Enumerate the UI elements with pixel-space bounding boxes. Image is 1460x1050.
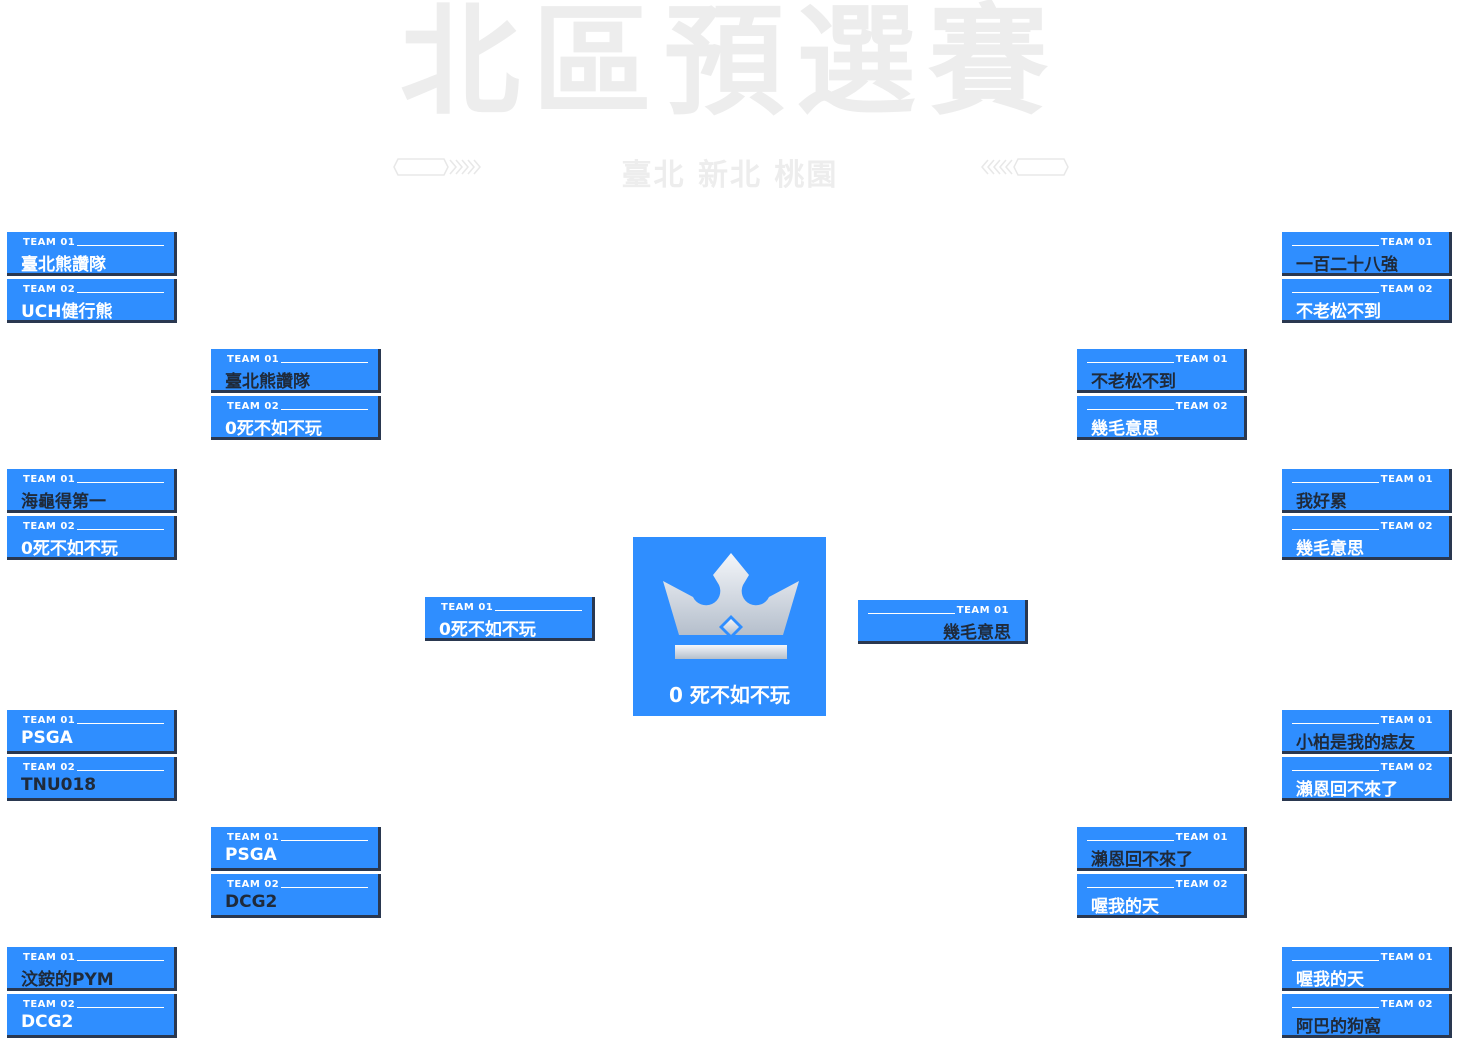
team-name: DCG2: [21, 1012, 74, 1032]
team2-label: TEAM 02: [1175, 401, 1228, 412]
team-name: 阿巴的狗窩: [1296, 1017, 1381, 1037]
team-name: 喔我的天: [1296, 970, 1364, 990]
team-name: 不老松不到: [1296, 302, 1381, 322]
team-slot[interactable]: TEAM 01 臺北熊讚隊: [211, 349, 381, 393]
team1-label: TEAM 01: [441, 602, 494, 613]
team-slot[interactable]: TEAM 01 PSGA: [211, 827, 381, 871]
team-name: TNU018: [21, 775, 97, 795]
team1-label: TEAM 01: [1380, 715, 1433, 726]
team-name: 喔我的天: [1091, 897, 1159, 917]
team2-label: TEAM 02: [1380, 521, 1433, 532]
champion-name: 0 死不如不玩: [669, 683, 790, 707]
team-slot[interactable]: TEAM 02 TNU018: [7, 757, 177, 801]
team-name: 臺北熊讚隊: [21, 255, 106, 275]
team-name: 0死不如不玩: [225, 419, 322, 439]
team-slot[interactable]: TEAM 01 PSGA: [7, 710, 177, 754]
team2-label: TEAM 02: [23, 762, 76, 773]
team-slot[interactable]: TEAM 01 小柏是我的痣友: [1282, 710, 1452, 754]
team2-label: TEAM 02: [227, 879, 280, 890]
team-slot[interactable]: TEAM 02 阿巴的狗窩: [1282, 994, 1452, 1038]
team-slot[interactable]: TEAM 01 0死不如不玩: [425, 597, 595, 641]
team1-label: TEAM 01: [227, 354, 280, 365]
team-name: UCH健行熊: [21, 302, 113, 322]
team-slot[interactable]: TEAM 02 不老松不到: [1282, 279, 1452, 323]
team-slot[interactable]: TEAM 01 幾毛意思: [858, 600, 1028, 644]
ornament-right-icon: [981, 158, 1069, 176]
team-name: 幾毛意思: [1091, 419, 1159, 439]
team1-label: TEAM 01: [23, 237, 76, 248]
ornament-left-icon: [393, 158, 481, 176]
team-slot[interactable]: TEAM 02 幾毛意思: [1077, 396, 1247, 440]
team1-label: TEAM 01: [227, 832, 280, 843]
crown-icon: [663, 553, 799, 659]
team1-label: TEAM 01: [1380, 474, 1433, 485]
page-title: 北區預選賽: [400, 0, 1060, 132]
team2-label: TEAM 02: [1175, 879, 1228, 890]
team2-label: TEAM 02: [23, 284, 76, 295]
team-slot[interactable]: TEAM 02 DCG2: [7, 994, 177, 1038]
team-slot[interactable]: TEAM 02 喔我的天: [1077, 874, 1247, 918]
team2-label: TEAM 02: [1380, 284, 1433, 295]
team1-label: TEAM 01: [23, 952, 76, 963]
team2-label: TEAM 02: [1380, 999, 1433, 1010]
champion-box[interactable]: 0 死不如不玩: [633, 537, 826, 716]
team2-label: TEAM 02: [23, 521, 76, 532]
team-slot[interactable]: TEAM 01 汶銨的PYM: [7, 947, 177, 991]
team-slot[interactable]: TEAM 02 0死不如不玩: [211, 396, 381, 440]
team-slot[interactable]: TEAM 01 我好累: [1282, 469, 1452, 513]
team-slot[interactable]: TEAM 02 幾毛意思: [1282, 516, 1452, 560]
team-name: PSGA: [21, 728, 73, 748]
team1-label: TEAM 01: [956, 605, 1009, 616]
team-name: 我好累: [1296, 492, 1347, 512]
team-name: 0死不如不玩: [439, 620, 536, 640]
team-slot[interactable]: TEAM 02 瀨恩回不來了: [1282, 757, 1452, 801]
team-name: 汶銨的PYM: [21, 970, 114, 990]
team2-label: TEAM 02: [1380, 762, 1433, 773]
team-name: 幾毛意思: [1296, 539, 1364, 559]
team-slot[interactable]: TEAM 02 0死不如不玩: [7, 516, 177, 560]
page-subtitle: 臺北 新北 桃園: [621, 158, 839, 193]
team-name: 瀨恩回不來了: [1296, 780, 1398, 800]
team-slot[interactable]: TEAM 01 瀨恩回不來了: [1077, 827, 1247, 871]
team-name: 臺北熊讚隊: [225, 372, 310, 392]
team-name: 不老松不到: [1091, 372, 1176, 392]
team-slot[interactable]: TEAM 01 臺北熊讚隊: [7, 232, 177, 276]
team-name: PSGA: [225, 845, 277, 865]
team-name: DCG2: [225, 892, 278, 912]
team-name: 幾毛意思: [943, 623, 1011, 643]
team1-label: TEAM 01: [1175, 354, 1228, 365]
team2-label: TEAM 02: [227, 401, 280, 412]
team-slot[interactable]: TEAM 01 一百二十八強: [1282, 232, 1452, 276]
team-slot[interactable]: TEAM 02 UCH健行熊: [7, 279, 177, 323]
team1-label: TEAM 01: [1380, 952, 1433, 963]
team2-label: TEAM 02: [23, 999, 76, 1010]
team-slot[interactable]: TEAM 02 DCG2: [211, 874, 381, 918]
team1-label: TEAM 01: [23, 474, 76, 485]
team-name: 0死不如不玩: [21, 539, 118, 559]
team-slot[interactable]: TEAM 01 喔我的天: [1282, 947, 1452, 991]
team-name: 一百二十八強: [1296, 255, 1398, 275]
team-name: 瀨恩回不來了: [1091, 850, 1193, 870]
team-slot[interactable]: TEAM 01 海龜得第一: [7, 469, 177, 513]
team-name: 小柏是我的痣友: [1296, 733, 1415, 753]
team-name: 海龜得第一: [21, 492, 106, 512]
team-slot[interactable]: TEAM 01 不老松不到: [1077, 349, 1247, 393]
team1-label: TEAM 01: [1175, 832, 1228, 843]
team1-label: TEAM 01: [23, 715, 76, 726]
team1-label: TEAM 01: [1380, 237, 1433, 248]
